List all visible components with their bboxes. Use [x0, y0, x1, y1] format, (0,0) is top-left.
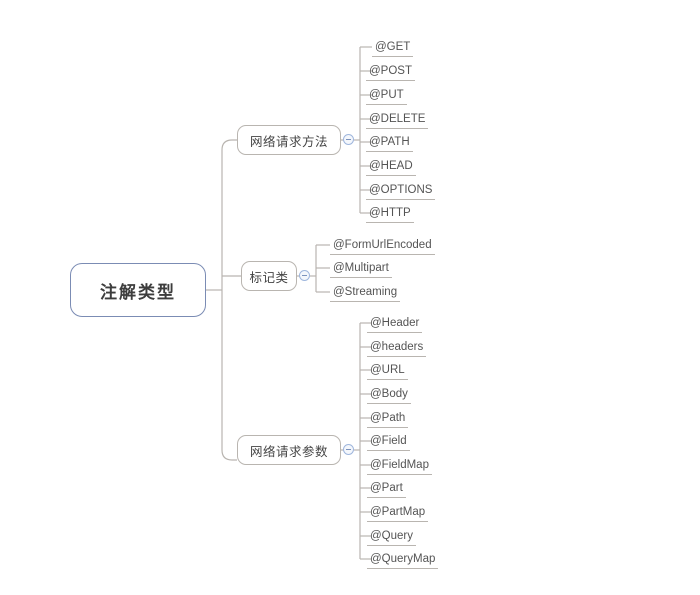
leaf-item-label: @Streaming [330, 285, 401, 302]
leaf-item[interactable]: @OPTIONS [366, 177, 436, 201]
leaf-item-label: @FormUrlEncoded [330, 238, 435, 255]
leaf-item-label: @Header [367, 316, 423, 333]
branch-node-marker-types[interactable]: 标记类 [241, 261, 297, 291]
leaf-item[interactable]: @Body [367, 381, 411, 405]
leaf-item-label: @Multipart [330, 261, 392, 278]
collapse-minus-icon[interactable] [299, 270, 310, 281]
branch-node-label: 标记类 [249, 270, 289, 285]
collapse-minus-icon[interactable] [343, 134, 354, 145]
leaf-item[interactable]: @FieldMap [367, 452, 432, 476]
leaf-item-label: @Field [367, 434, 410, 451]
branch-node-network-request-params[interactable]: 网络请求参数 [237, 435, 341, 465]
leaf-item-label: @Query [367, 529, 416, 546]
leaf-item-label: @GET [372, 40, 414, 57]
leaf-item-label: @headers [367, 340, 427, 357]
leaf-item-label: @Body [367, 387, 411, 404]
branch-node-label: 网络请求方法 [249, 134, 328, 149]
leaf-item[interactable]: @Multipart [330, 255, 392, 279]
root-node-label: 注解类型 [100, 282, 176, 302]
leaf-item[interactable]: @Part [367, 475, 406, 499]
leaf-item[interactable]: @PUT [366, 82, 407, 106]
collapse-minus-icon[interactable] [343, 444, 354, 455]
leaf-item[interactable]: @DELETE [366, 106, 429, 130]
leaf-item[interactable]: @HTTP [366, 200, 414, 224]
branch-node-network-request-methods[interactable]: 网络请求方法 [237, 125, 341, 155]
leaf-item[interactable]: @Field [367, 428, 410, 452]
leaf-item[interactable]: @Streaming [330, 279, 401, 303]
leaf-item[interactable]: @Path [367, 405, 409, 429]
leaf-item[interactable]: @GET [372, 34, 414, 58]
leaf-item-label: @Part [367, 481, 406, 498]
leaf-item-label: @PATH [366, 135, 413, 152]
branch-node-label: 网络请求参数 [249, 444, 328, 459]
leaf-item[interactable]: @URL [367, 357, 408, 381]
leaf-item-label: @POST [366, 64, 415, 81]
leaf-item-label: @QueryMap [367, 552, 439, 569]
leaf-item[interactable]: @PATH [366, 129, 413, 153]
connector-branch-0 [221, 139, 237, 151]
leaf-item-label: @DELETE [366, 112, 429, 129]
leaf-item-label: @PUT [366, 88, 407, 105]
leaf-item[interactable]: @headers [367, 334, 427, 358]
leaf-item[interactable]: @QueryMap [367, 546, 439, 570]
leaf-item[interactable]: @POST [366, 58, 415, 82]
leaf-item-label: @Path [367, 411, 409, 428]
leaf-item[interactable]: @Query [367, 523, 416, 547]
leaf-item-label: @HEAD [366, 159, 416, 176]
leaf-item-label: @PartMap [367, 505, 429, 522]
leaf-item[interactable]: @FormUrlEncoded [330, 232, 435, 256]
leaf-item[interactable]: @PartMap [367, 499, 429, 523]
leaf-item-label: @URL [367, 363, 408, 380]
leaf-item[interactable]: @HEAD [366, 153, 416, 177]
leaf-item-label: @OPTIONS [366, 183, 436, 200]
leaf-item[interactable]: @Header [367, 310, 423, 334]
leaf-item-label: @FieldMap [367, 458, 432, 475]
leaf-item-label: @HTTP [366, 206, 414, 223]
root-node[interactable]: 注解类型 [70, 263, 206, 317]
connector-branch-2 [221, 449, 237, 461]
